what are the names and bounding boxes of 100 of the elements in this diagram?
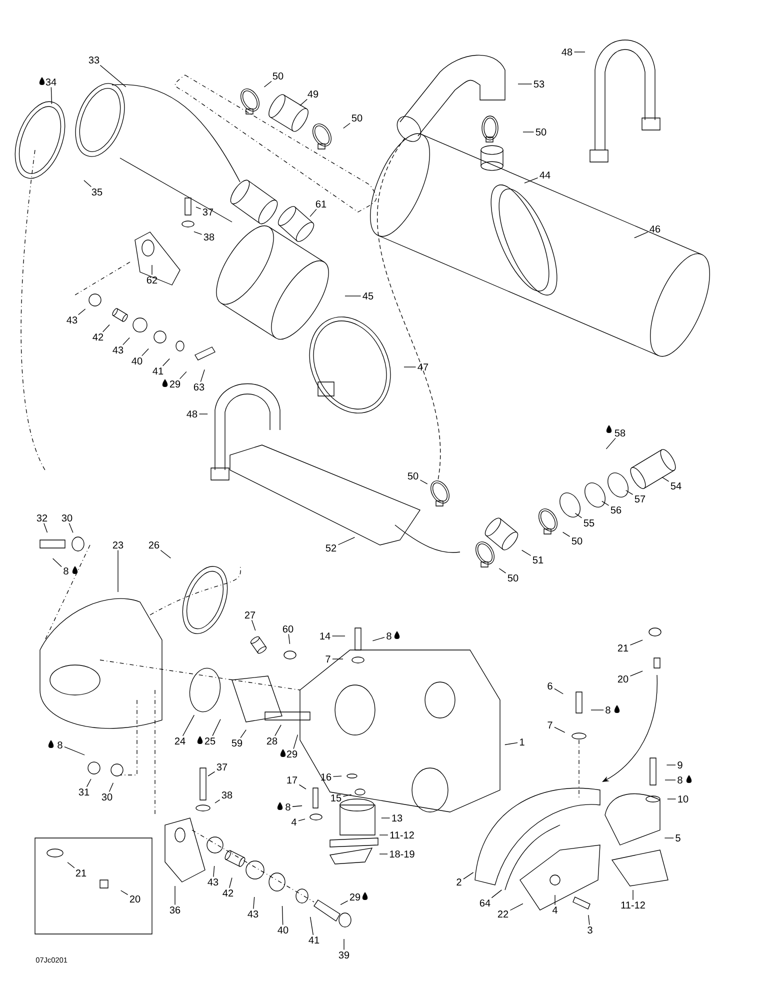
callout-number: 58 — [614, 429, 626, 437]
leader-line — [332, 776, 342, 777]
callout-number: 45 — [362, 292, 374, 300]
leader-line — [214, 800, 220, 804]
callout-number: 2 — [456, 878, 462, 886]
callout-number: 8 — [386, 632, 392, 640]
leader-line — [554, 688, 564, 694]
callout-number: 39 — [338, 951, 350, 959]
callout-number: 29 — [286, 750, 298, 758]
leader-line — [332, 658, 344, 660]
callout-number: 42 — [222, 890, 234, 896]
callout-number: 64 — [480, 899, 490, 907]
callout-number: 22 — [498, 910, 508, 918]
callout-number: 8 — [64, 567, 68, 575]
callout-number: 60 — [282, 625, 294, 633]
leader-line — [253, 896, 255, 910]
leader-line — [251, 620, 256, 631]
leader-line — [554, 894, 556, 906]
callout-number: 36 — [170, 906, 180, 914]
leader-line — [343, 122, 350, 129]
leader-line — [491, 890, 502, 898]
callout-number: 43 — [112, 346, 124, 354]
leader-line — [44, 522, 48, 533]
leader-line — [162, 358, 170, 366]
callout-number: 7 — [548, 722, 552, 728]
leader-line — [274, 724, 282, 736]
leader-line — [420, 480, 428, 484]
callout-number: 23 — [112, 541, 124, 549]
leader-line — [634, 232, 648, 238]
leader-line — [52, 558, 62, 568]
leader-line — [292, 805, 302, 807]
leader-line — [340, 900, 348, 905]
leader-line — [120, 890, 128, 895]
callout-number: 13 — [392, 814, 402, 822]
leader-line — [300, 98, 308, 106]
callout-number: 43 — [66, 316, 78, 324]
leader-line — [602, 500, 610, 506]
leader-line — [298, 784, 306, 790]
leader-line — [293, 734, 298, 750]
callout-number: 24 — [174, 738, 186, 744]
callout-number: 29 — [350, 893, 360, 901]
callout-number: 4 — [291, 818, 296, 826]
callout-number: 62 — [146, 276, 158, 284]
callout-number: 50 — [272, 72, 284, 80]
leader-line — [213, 866, 215, 878]
callout-number: 48 — [562, 48, 572, 56]
callout-number: 30 — [62, 514, 72, 522]
leader-line — [310, 916, 314, 936]
leader-line — [102, 324, 110, 332]
callout-number: 41 — [308, 936, 320, 944]
callout-number: 20 — [618, 675, 628, 683]
callout-number: 11-12 — [390, 832, 414, 838]
callout-number: 4 — [552, 906, 558, 914]
leader-line — [666, 764, 676, 766]
callout-number: 37 — [216, 763, 228, 771]
callout-number: 8 — [678, 776, 682, 784]
leader-line — [667, 798, 676, 800]
leader-line — [522, 550, 532, 556]
leader-line — [562, 532, 570, 537]
callout-number: 33 — [88, 56, 100, 64]
leader-line — [142, 348, 149, 356]
callout-number: 61 — [316, 200, 326, 208]
leader-line — [554, 726, 566, 733]
callout-number: 54 — [670, 482, 682, 490]
callout-number: 7 — [326, 656, 330, 662]
leader-line — [86, 778, 92, 788]
callout-number: 50 — [352, 114, 362, 122]
leader-line — [160, 550, 172, 558]
leader-line — [630, 670, 643, 676]
callout-number: 26 — [148, 541, 160, 549]
callout-number: 41 — [152, 368, 164, 374]
callout-number: 55 — [584, 520, 594, 526]
leader-line — [229, 877, 232, 888]
callout-number: 43 — [248, 910, 258, 918]
callout-number: 40 — [278, 926, 288, 934]
callout-number: 43 — [208, 878, 218, 886]
leader-line — [200, 369, 205, 382]
callout-number: 50 — [508, 574, 518, 582]
leader-line — [240, 729, 246, 738]
leader-line — [632, 890, 634, 900]
callout-number: 59 — [232, 739, 242, 747]
callout-number: 47 — [418, 364, 428, 370]
leader-line — [196, 206, 202, 210]
leader-line — [504, 742, 518, 746]
callout-number: 3 — [588, 926, 592, 934]
callout-number: 20 — [130, 895, 140, 903]
leader-line — [662, 476, 670, 482]
callout-number: 40 — [132, 357, 142, 365]
callout-number: 53 — [534, 80, 544, 88]
callout-number: 50 — [572, 537, 582, 545]
callout-number: 32 — [36, 514, 48, 522]
callout-number: 42 — [92, 334, 104, 340]
leader-line — [338, 536, 356, 546]
leader-line — [379, 834, 388, 836]
callout-number: 28 — [266, 737, 278, 745]
callout-number: 8 — [58, 741, 62, 749]
leader-line — [282, 906, 284, 926]
leader-line — [194, 231, 202, 235]
leader-line — [208, 771, 216, 776]
leader-line — [180, 371, 187, 380]
